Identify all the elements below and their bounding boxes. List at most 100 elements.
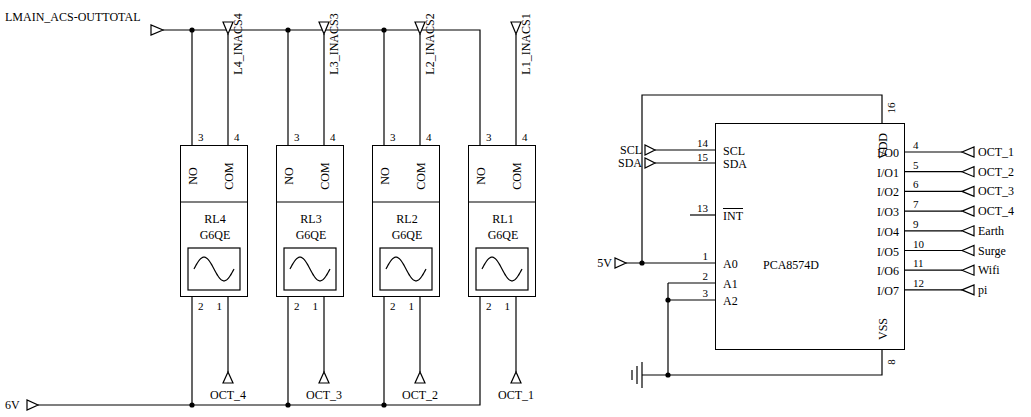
coil-wire <box>383 297 384 405</box>
pin-name: I/O4 <box>877 226 899 238</box>
pin-number: 1 <box>217 301 223 312</box>
signal-name: 6V <box>5 399 20 411</box>
signal-name: OCT_1 <box>498 389 534 401</box>
ground-symbol <box>636 366 637 384</box>
relay-divider <box>468 201 536 202</box>
ground-wire <box>667 283 668 375</box>
relay-text: COM <box>319 162 331 189</box>
relay-text: NO <box>283 167 295 184</box>
pin-name: INT <box>723 210 743 222</box>
junction-dot <box>639 260 644 265</box>
relay-text: NO <box>187 167 199 184</box>
output-port <box>962 226 974 236</box>
coil-symbol <box>380 248 432 290</box>
signal-name: pi <box>978 284 987 296</box>
output-port <box>962 186 974 196</box>
supply-wire <box>626 262 715 263</box>
pin-number: 1 <box>313 301 319 312</box>
signal-name: OCT_4 <box>978 205 1014 217</box>
signal-name: LMAIN_ACS-OUTTOTAL <box>5 11 140 23</box>
com-wire <box>515 34 516 145</box>
signal-name: Surge <box>978 245 1006 257</box>
signal-name: OCT_3 <box>306 389 342 401</box>
relay-text: NO <box>475 167 487 184</box>
pin-number: 3 <box>198 132 204 143</box>
pin-name: SDA <box>723 158 747 170</box>
input-port <box>645 145 655 155</box>
io-wire <box>905 270 962 271</box>
pin-name: SCL <box>723 145 745 157</box>
signal-name: Earth <box>978 225 1004 237</box>
pin-name: I/O2 <box>877 186 899 198</box>
io-wire <box>905 151 962 152</box>
relay-text: COM <box>415 162 427 189</box>
pin-number: 1 <box>703 251 709 262</box>
signal-name: L1_INACS1 <box>520 13 532 74</box>
pin-number: 16 <box>886 103 897 114</box>
pin-number: 3 <box>703 288 709 299</box>
signal-name: OCT_2 <box>978 166 1014 178</box>
relay-text: G6QE <box>392 229 423 241</box>
input-port <box>223 372 233 383</box>
pin-number: 4 <box>234 132 240 143</box>
relay-box: NOCOMRL1G6QE <box>468 145 536 297</box>
pin-number: 13 <box>697 203 708 214</box>
input-port <box>511 372 521 383</box>
com-wire <box>227 34 228 145</box>
input-port <box>615 258 626 268</box>
relay-box: NO COM RL2G6QE <box>372 145 440 297</box>
junction-dot <box>381 27 386 32</box>
signal-name: 5V <box>597 257 612 269</box>
pin-wire <box>690 214 715 215</box>
relay-text: NO <box>379 167 391 184</box>
pin-number: 3 <box>486 132 492 143</box>
signal-name: OCT_4 <box>210 389 246 401</box>
io-wire <box>905 171 962 172</box>
pin-name: I/O5 <box>877 246 899 258</box>
pin-number: 2 <box>390 301 396 312</box>
relay-text: RL2 <box>396 213 417 225</box>
pin-number: 4 <box>913 140 919 151</box>
coil-wave <box>482 257 522 281</box>
pin-name: A1 <box>723 278 738 290</box>
coil-symbol <box>284 248 336 290</box>
io-wire <box>905 250 962 251</box>
coil-wire <box>323 297 324 372</box>
junction-dot <box>285 402 290 407</box>
pin-number: 10 <box>913 238 924 249</box>
pin-number: 11 <box>913 258 924 269</box>
supply-bus-wire <box>38 297 480 405</box>
pin-number: 2 <box>703 271 709 282</box>
no-wire <box>287 30 288 145</box>
pin-number: 7 <box>913 199 919 210</box>
coil-wave <box>386 257 426 281</box>
no-wire <box>191 30 192 145</box>
relay-divider <box>180 201 248 202</box>
ground-symbol <box>641 362 642 388</box>
pin-number: 1 <box>505 301 511 312</box>
relay-box: NOCOMRL3G6QE <box>276 145 344 297</box>
ground-wire <box>642 350 882 375</box>
pin-name: A2 <box>723 295 738 307</box>
relay-text: COM <box>223 162 235 189</box>
input-port <box>645 158 655 168</box>
output-port <box>962 265 974 275</box>
pin-number: 6 <box>913 179 919 190</box>
junction-dot <box>189 27 194 32</box>
relay-box: NOCOMRL4G6QE <box>180 145 248 297</box>
coil-wave <box>194 257 234 281</box>
junction-dot <box>381 402 386 407</box>
bus-wire <box>655 162 715 163</box>
signal-name: OCT_2 <box>402 389 438 401</box>
junction-dot <box>665 297 670 302</box>
input-port <box>415 372 425 383</box>
pin-number: 12 <box>913 277 924 288</box>
pin-name: I/O6 <box>877 265 899 277</box>
com-wire <box>323 34 324 145</box>
coil-wire <box>191 297 192 405</box>
relay-text: RL4 <box>204 213 225 225</box>
relay-divider <box>372 201 440 202</box>
pin-name: I/O1 <box>877 167 899 179</box>
relay-text: G6QE <box>488 229 519 241</box>
